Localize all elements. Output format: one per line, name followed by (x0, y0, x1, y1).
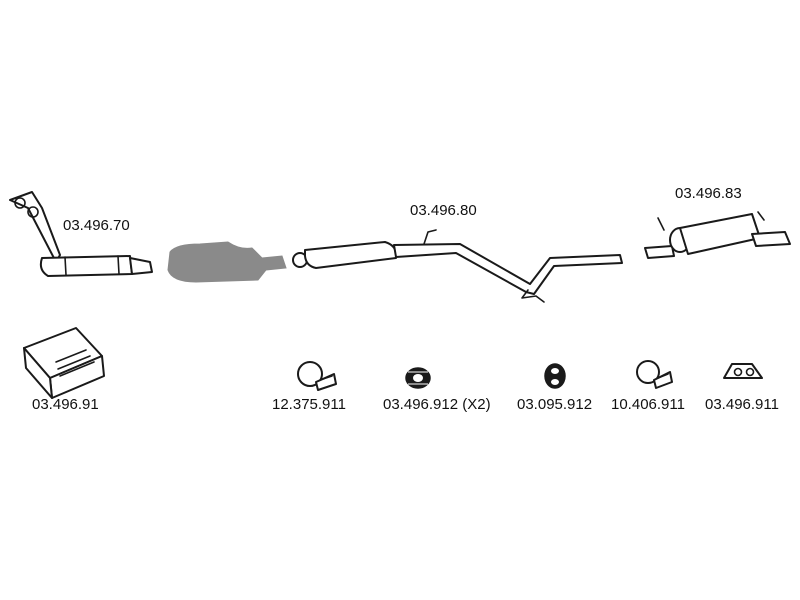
rear-silencer-label: 03.496.83 (675, 185, 742, 202)
clamp-icon (297, 361, 337, 391)
rubber-ring-icon (544, 363, 566, 389)
front-pipe-label: 03.496.70 (63, 217, 130, 234)
bracket-icon (723, 363, 763, 379)
fitting-kit-label: 03.496.91 (32, 396, 99, 413)
center-section-label: 03.496.80 (410, 202, 477, 219)
clamp-b-label: 10.406.911 (611, 396, 685, 413)
fitting-kit-box-icon (23, 327, 105, 399)
rubber-mount-icon (405, 367, 431, 389)
clamp-icon (636, 360, 673, 389)
catalytic-converter-part (167, 241, 287, 283)
center-section-part (292, 229, 623, 303)
rear-silencer-part (644, 211, 791, 259)
clamp-a-label: 12.375.911 (272, 396, 346, 413)
rubber-mount-a-label: 03.496.912 (X2) (383, 396, 491, 413)
front-pipe-part (9, 191, 153, 277)
bracket-label: 03.496.911 (705, 396, 779, 413)
rubber-mount-b-label: 03.095.912 (517, 396, 593, 413)
